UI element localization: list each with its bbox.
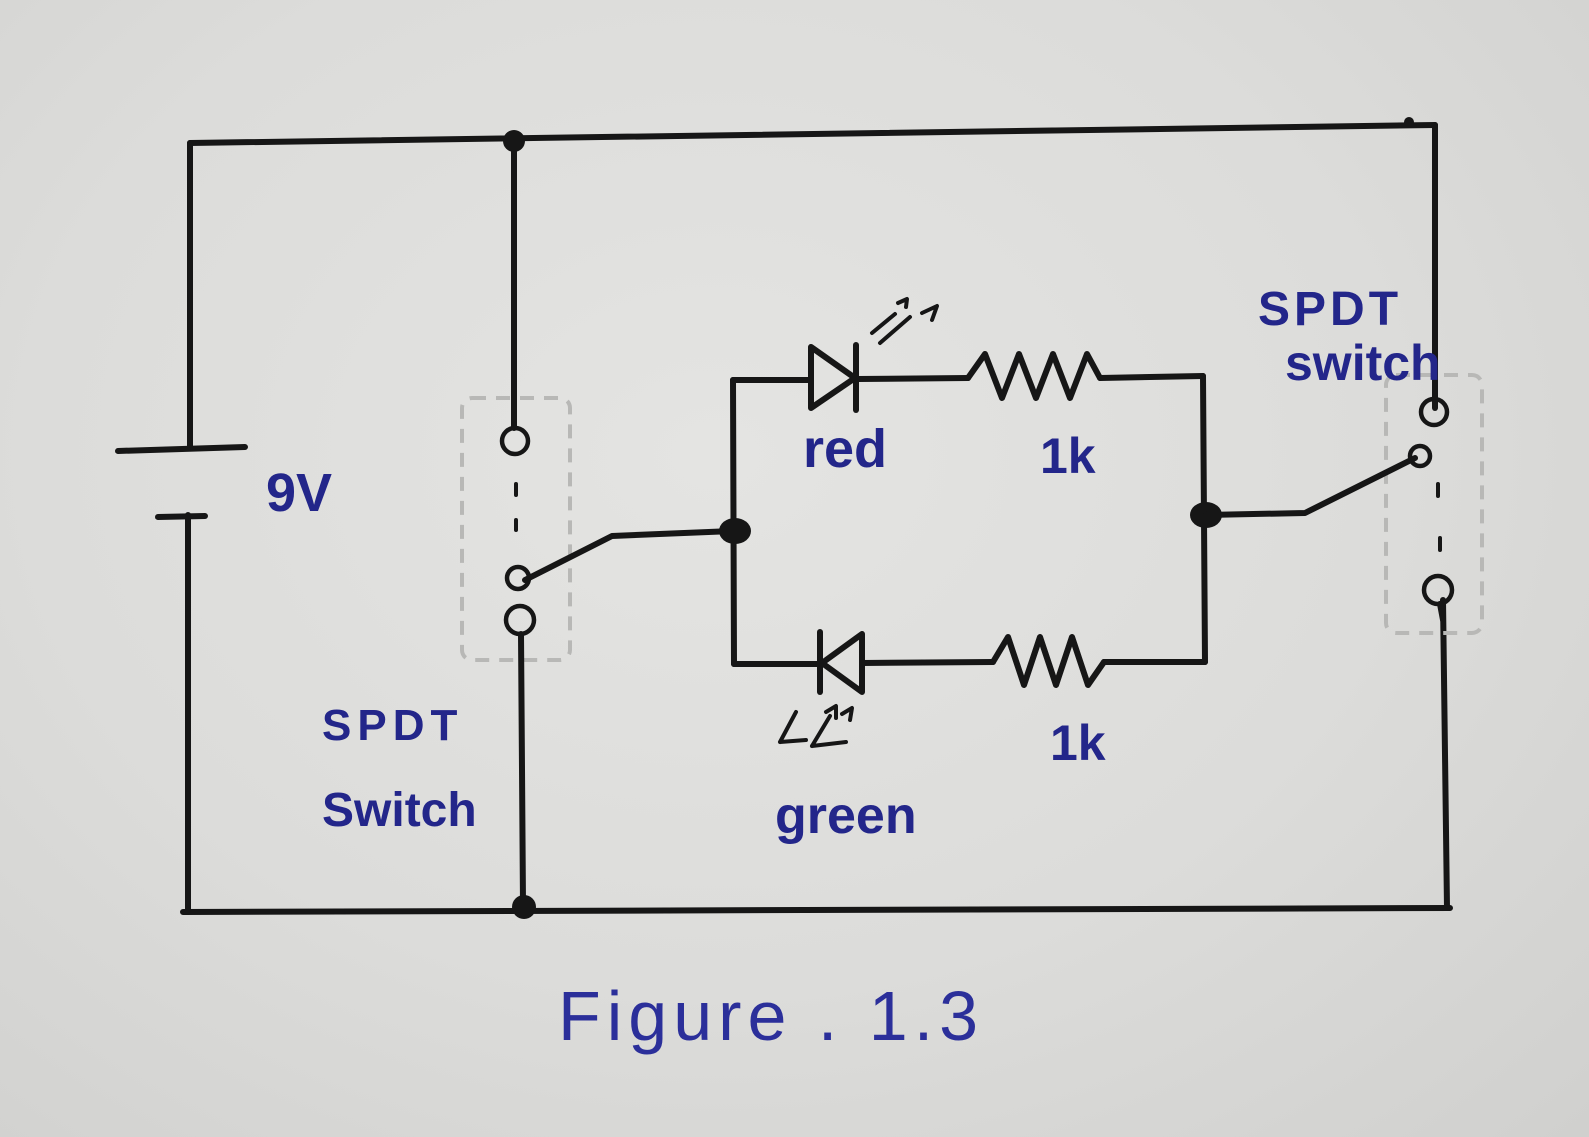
- top-branch-wire-mid: [855, 375, 971, 382]
- right-switch-housing: [1384, 373, 1484, 635]
- left-switch-upper-terminal: [499, 425, 531, 457]
- red-led-triangle: [808, 344, 858, 411]
- junction-bottom-left: [512, 895, 536, 919]
- left-switch-label-line2: Switch: [322, 784, 477, 837]
- right-rail-wire-bottom: [1440, 597, 1450, 911]
- bottom-rail-wire: [180, 905, 1453, 915]
- green-led-triangle: [819, 631, 865, 695]
- right-switch-label-line2: switch: [1285, 335, 1441, 391]
- top-rail-wire: [187, 122, 1438, 146]
- figure-caption: Figure . 1.3: [558, 977, 984, 1055]
- top-resistor-label: 1k: [1040, 428, 1096, 484]
- bottom-resistor-label: 1k: [1050, 715, 1106, 771]
- bridge-right-wire: [1200, 373, 1208, 665]
- red-led-emission-arrows: [870, 297, 939, 345]
- right-switch-dots: [1436, 482, 1442, 552]
- right-switch-lower-lead: [1437, 601, 1446, 623]
- green-led: [778, 629, 865, 748]
- right-spdt-switch: [1203, 373, 1484, 635]
- bottom-resistor: [990, 634, 1107, 688]
- left-switch-lower-lead: [518, 631, 526, 908]
- red-led-label: red: [803, 419, 887, 479]
- right-switch-common-terminal: [1407, 443, 1433, 469]
- left-switch-label-line1: SPDT: [322, 701, 463, 750]
- top-branch-wire-right: [1097, 373, 1206, 381]
- junction-top-right: [1404, 117, 1414, 127]
- green-led-emission-arrows: [778, 704, 854, 748]
- top-branch: [730, 297, 1206, 413]
- left-switch-lower-terminal: [503, 603, 537, 637]
- red-led: [808, 297, 939, 413]
- bridge-left-wire: [730, 377, 737, 667]
- battery-long-plate: [115, 444, 248, 454]
- left-spdt-switch: [460, 137, 736, 908]
- battery-short-plate: [155, 513, 208, 520]
- left-switch-lever: [522, 528, 736, 583]
- right-switch-lower-terminal: [1421, 573, 1455, 607]
- battery-symbol: [115, 444, 248, 520]
- right-switch-upper-terminal: [1418, 396, 1450, 428]
- right-switch-label-line1: SPDT: [1258, 283, 1402, 336]
- bottom-branch-wire-mid: [859, 659, 996, 666]
- left-switch-housing: [460, 396, 572, 662]
- bottom-branch: [731, 629, 1208, 748]
- right-switch-lever: [1203, 455, 1418, 518]
- top-resistor: [965, 351, 1103, 401]
- green-led-label: green: [775, 787, 917, 845]
- battery-label: 9V: [266, 463, 332, 523]
- junction-top-left: [503, 130, 525, 152]
